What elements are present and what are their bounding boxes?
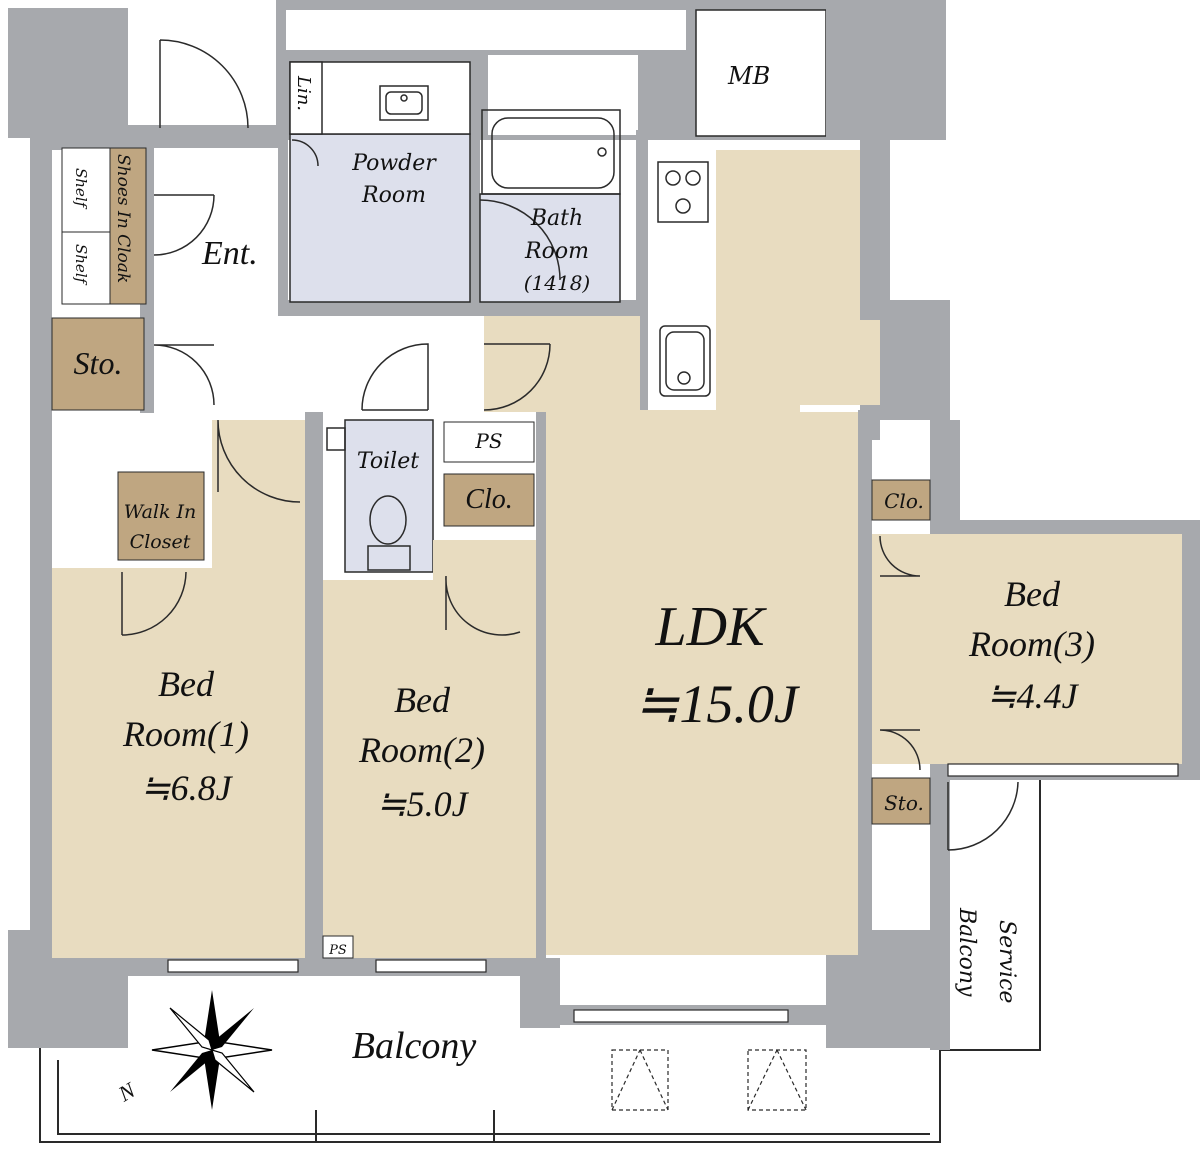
closet-label-2: Clo. — [884, 489, 924, 513]
bedroom3-label-2: Room(3) — [968, 624, 1095, 664]
ps-label-2: PS — [328, 943, 347, 958]
compass-icon: N — [113, 990, 273, 1110]
linen-label: Lin. — [293, 75, 314, 111]
bedroom2-size: ≒5.0J — [376, 784, 469, 824]
closet-label-1: Clo. — [465, 484, 512, 515]
compass-north-label: N — [113, 1077, 140, 1107]
bedroom1-label-1: Bed — [158, 664, 215, 704]
balcony-label: Balcony — [352, 1025, 477, 1067]
walk-in-closet-label-1: Walk In — [124, 501, 197, 523]
ac-units — [611, 1049, 807, 1111]
storage-blocks — [51, 147, 931, 825]
doors — [121, 39, 1019, 851]
walk-in-closet-label-2: Closet — [130, 531, 191, 553]
walls — [8, 8, 1200, 1050]
toilet-icon — [326, 427, 411, 571]
powder-room-label-2: Room — [361, 183, 426, 208]
bedroom1-size: ≒6.8J — [140, 768, 233, 808]
ps-label-1: PS — [474, 429, 502, 453]
bathtub — [481, 109, 621, 195]
windows — [167, 763, 1179, 1023]
mb-label: MB — [727, 62, 770, 90]
shelf-label-1: Shelf — [72, 168, 90, 210]
service-balcony-label-2: Balcony — [954, 907, 979, 997]
bath-label-2: Room — [524, 239, 589, 264]
service-balcony-label-1: Service — [994, 920, 1019, 1003]
entrance-label: Ent. — [201, 235, 258, 272]
shelves — [61, 147, 535, 959]
rooms — [52, 150, 1182, 958]
bedroom3-size: ≒4.4J — [986, 676, 1079, 716]
storage-label-2: Sto. — [884, 791, 924, 815]
bedroom1-label-2: Room(1) — [122, 714, 249, 754]
shelf-label-2: Shelf — [72, 244, 90, 286]
bath-label-1: Bath — [530, 206, 583, 231]
toilet-label: Toilet — [357, 449, 419, 474]
bedroom3-label-1: Bed — [1004, 574, 1061, 614]
ldk-size: ≒15.0J — [634, 674, 801, 734]
ldk-label: LDK — [655, 596, 768, 658]
kitchen-sink-icon — [659, 325, 711, 397]
storage-label-1: Sto. — [74, 345, 123, 381]
sink-icon — [379, 85, 429, 121]
bedroom2-label-2: Room(2) — [358, 730, 485, 770]
bedroom2-label-1: Bed — [394, 680, 451, 720]
linen-closet — [289, 61, 323, 135]
stove-icon — [657, 161, 709, 223]
powder-room-label-1: Powder — [351, 151, 437, 176]
bath-label-3: (1418) — [524, 271, 591, 295]
shoes-in-cloak-label: Shoes In Cloak — [113, 154, 133, 283]
